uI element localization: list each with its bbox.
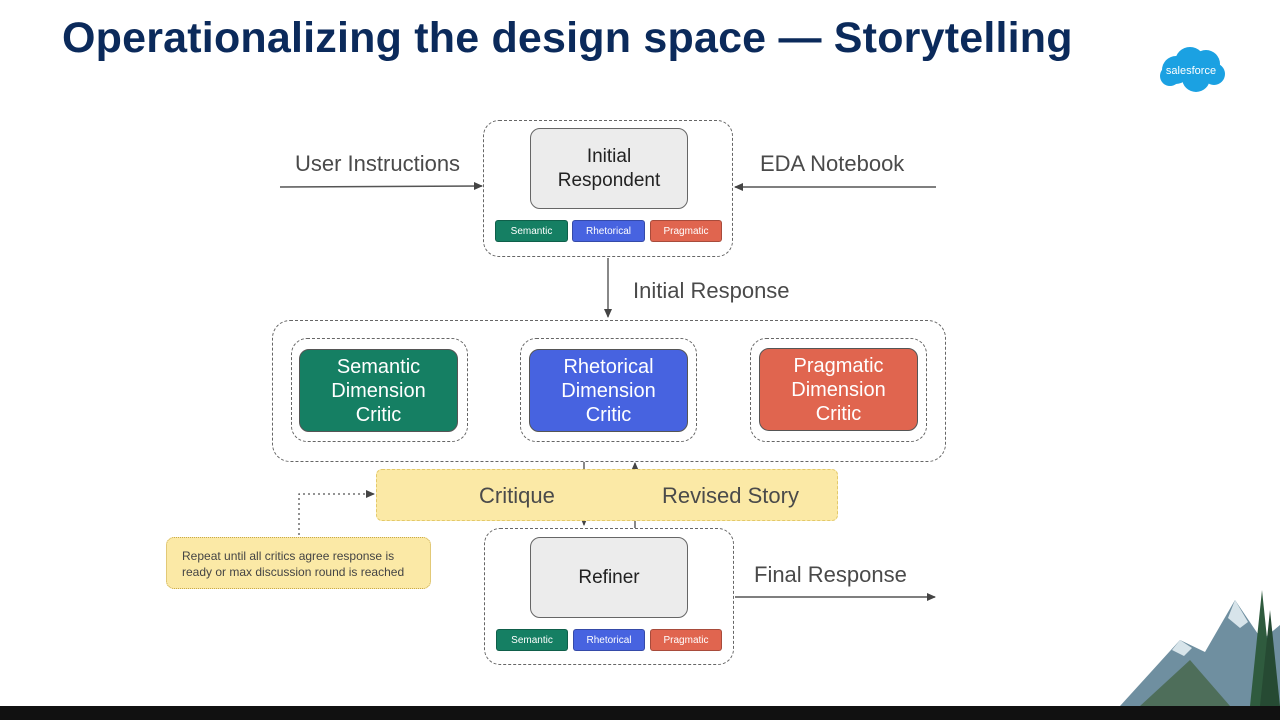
eda-notebook-label: EDA Notebook (760, 151, 905, 176)
pragmatic-critic-label: Pragmatic Dimension Critic (791, 354, 886, 425)
rhetorical-critic-label: Rhetorical Dimension Critic (561, 355, 656, 426)
logo-text: salesforce (1166, 65, 1216, 77)
tag-rhetorical-top: Rhetorical (572, 220, 645, 242)
repeat-note-text: Repeat until all critics agree response … (182, 549, 405, 579)
tag-rhetorical-bottom: Rhetorical (573, 629, 645, 651)
tag-pragmatic-bottom: Pragmatic (650, 629, 722, 651)
final-response-label: Final Response (754, 562, 907, 587)
critique-revision-band (376, 469, 838, 521)
mountain-illustration (1120, 590, 1280, 706)
tag-semantic-top: Semantic (495, 220, 568, 242)
semantic-critic-frame (291, 338, 468, 442)
arrow-user-instructions (279, 182, 483, 191)
semantic-critic: Semantic Dimension Critic (299, 349, 458, 432)
repeat-note: Repeat until all critics agree response … (166, 537, 431, 589)
critique-label: Critique (479, 483, 555, 508)
initial-respondent-box: Initial Respondent (530, 128, 688, 209)
revised-story-label: Revised Story (662, 483, 799, 508)
tag-semantic-bottom: Semantic (496, 629, 568, 651)
initial-response-label: Initial Response (633, 278, 790, 303)
slide-title: Operationalizing the design space — Stor… (62, 14, 1073, 62)
arrow-repeat-loop (298, 490, 375, 535)
refiner-group (484, 528, 734, 665)
salesforce-logo: salesforce (1156, 44, 1228, 94)
user-instructions-label: User Instructions (295, 151, 461, 176)
rhetorical-critic: Rhetorical Dimension Critic (529, 349, 688, 432)
tag-pragmatic-top: Pragmatic (650, 220, 722, 242)
pragmatic-critic-frame (750, 338, 927, 442)
critics-group (272, 320, 946, 462)
rhetorical-critic-frame (520, 338, 697, 442)
pragmatic-critic: Pragmatic Dimension Critic (759, 348, 918, 431)
refiner-box: Refiner (530, 537, 688, 618)
bottom-bar (0, 706, 1280, 720)
initial-respondent-group (483, 120, 733, 257)
semantic-critic-label: Semantic Dimension Critic (331, 355, 426, 426)
initial-respondent-label: Initial Respondent (557, 145, 661, 191)
refiner-label: Refiner (578, 566, 640, 588)
